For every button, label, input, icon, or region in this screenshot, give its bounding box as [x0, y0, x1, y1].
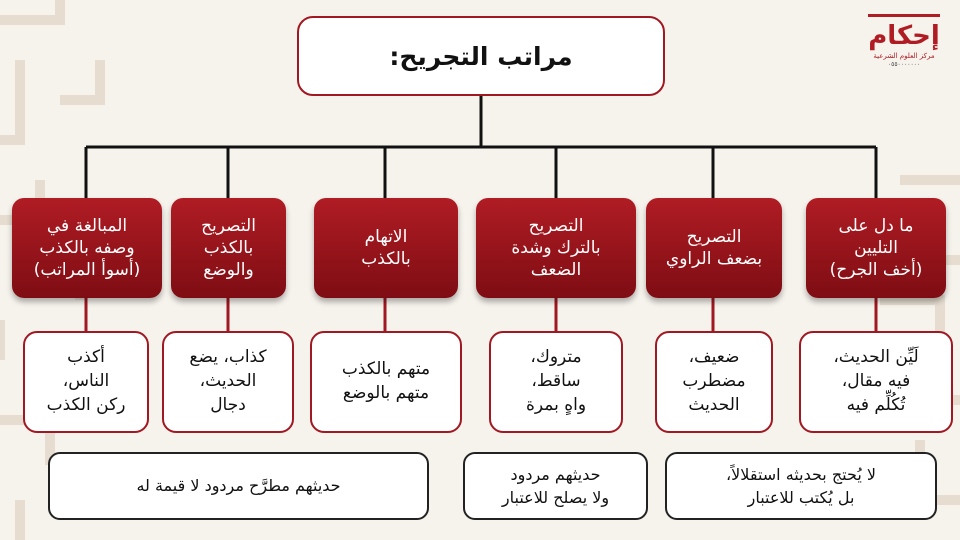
ruling-note-3: حديثهم مطرَّح مردود لا قيمة له	[48, 452, 429, 520]
ruling-note-2: حديثهم مردود ولا يصلح للاعتبار	[463, 452, 648, 520]
level-box-3: التصريح بالترك وشدة الضعف	[476, 198, 636, 298]
page-title: مراتب التجريح:	[297, 16, 665, 96]
terms-box-6: أكذب الناس، ركن الكذب	[23, 331, 149, 433]
terms-box-4: متهم بالكذب متهم بالوضع	[310, 331, 462, 433]
terms-box-5: كذاب، يضع الحديث، دجال	[162, 331, 294, 433]
terms-box-1: لَيِّن الحديث، فيه مقال، تُكُلِّم فيه	[799, 331, 953, 433]
level-box-1: ما دل على التليين (أخف الجرح)	[806, 198, 946, 298]
logo-subtitle: مركز العلوم الشرعية	[873, 52, 935, 60]
level-box-5: التصريح بالكذب والوضع	[171, 198, 286, 298]
level-box-4: الاتهام بالكذب	[314, 198, 458, 298]
level-box-2: التصريح بضعف الراوي	[646, 198, 782, 298]
ruling-note-1: لا يُحتج بحديثه استقلالاً، بل يُكتب للاع…	[665, 452, 937, 520]
terms-box-3: متروك، ساقط، واهٍ بمرة	[489, 331, 623, 433]
logo-contact: ٠٥٥٠٠٠٠٠٠٠	[887, 61, 921, 68]
terms-box-2: ضعيف، مضطرب الحديث	[655, 331, 773, 433]
level-box-6: المبالغة في وصفه بالكذب (أسوأ المراتب)	[12, 198, 162, 298]
logo: إحكام مركز العلوم الشرعية ٠٥٥٠٠٠٠٠٠٠	[862, 14, 946, 94]
logo-mark: إحكام	[868, 14, 940, 49]
